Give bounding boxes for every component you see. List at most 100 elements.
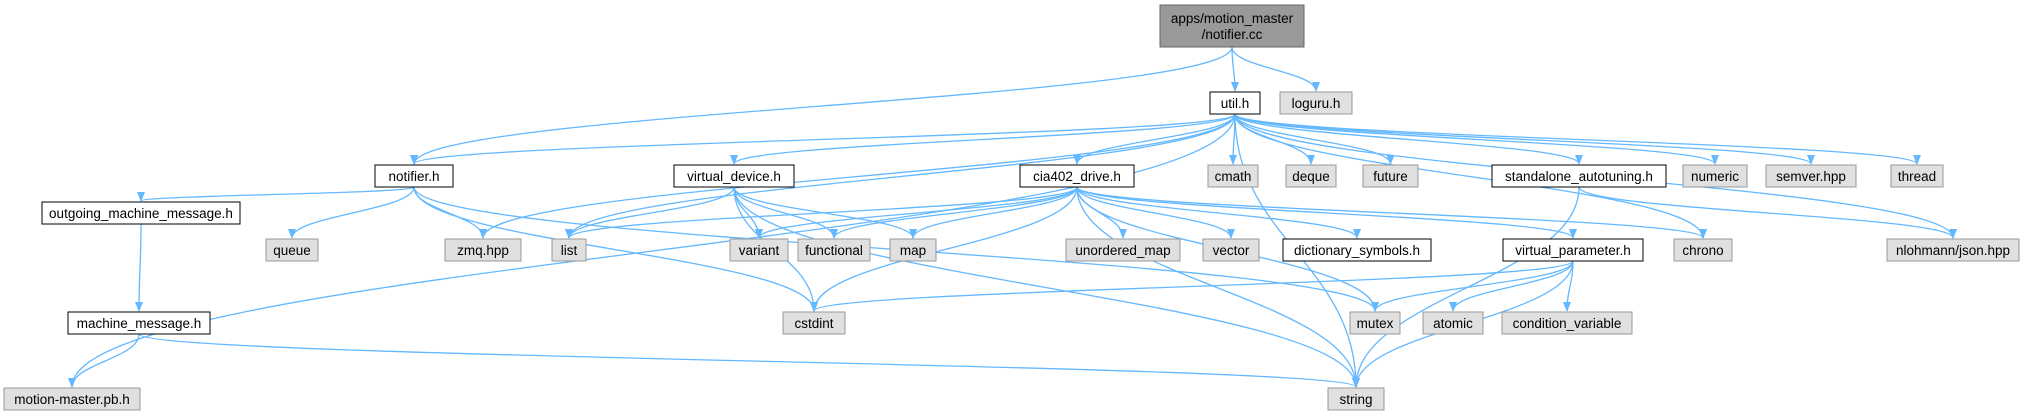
node-box-cia402	[1019, 164, 1135, 188]
node-label-cmath: cmath	[1215, 169, 1252, 184]
edge-root-to-notifier	[410, 46, 1233, 165]
edge-notifier-to-queue	[288, 186, 415, 239]
edge-virtual_parameter-to-cstdint	[810, 260, 1574, 312]
node-box-util	[1209, 91, 1261, 115]
node-util[interactable]: util.h	[1209, 91, 1261, 115]
node-box-queue	[265, 238, 319, 262]
node-json: nlohmann/json.hpp	[1886, 238, 2020, 262]
node-label-thread: thread	[1898, 169, 1936, 184]
node-label-future: future	[1373, 169, 1408, 184]
edge-root-to-util	[1230, 46, 1239, 92]
node-box-outgoing	[41, 201, 241, 225]
node-label-semver: semver.hpp	[1776, 169, 1846, 184]
edge-util-to-cia402	[1073, 113, 1236, 165]
node-box-zmq	[444, 238, 522, 262]
edge-virtual_device-to-string	[733, 186, 1360, 388]
edge-cia402-to-list	[565, 186, 1078, 239]
edge-cia402-to-functional	[830, 186, 1078, 239]
node-box-numeric	[1682, 164, 1748, 188]
node-label-loguru: loguru.h	[1292, 96, 1341, 111]
node-machine_message[interactable]: machine_message.h	[67, 311, 211, 335]
edge-util-to-motion_pb	[68, 113, 1236, 388]
edge-machine_message-to-motion_pb	[68, 333, 140, 388]
node-queue: queue	[265, 238, 319, 262]
node-label-chrono: chrono	[1682, 243, 1723, 258]
node-label-string: string	[1339, 392, 1372, 407]
node-box-motion_pb	[3, 387, 141, 411]
node-box-functional	[797, 238, 871, 262]
node-label-dictionary: dictionary_symbols.h	[1294, 243, 1420, 258]
node-outgoing[interactable]: outgoing_machine_message.h	[41, 201, 241, 225]
node-label-util: util.h	[1221, 96, 1250, 111]
edge-standalone-to-string	[1352, 186, 1580, 388]
node-semver: semver.hpp	[1765, 164, 1857, 188]
node-label-cia402: cia402_drive.h	[1033, 169, 1121, 184]
node-dictionary[interactable]: dictionary_symbols.h	[1282, 238, 1432, 262]
node-label-standalone: standalone_autotuning.h	[1505, 169, 1653, 184]
node-variant: variant	[729, 238, 789, 262]
node-label-outgoing: outgoing_machine_message.h	[49, 206, 233, 221]
node-box-standalone	[1491, 164, 1667, 188]
node-standalone[interactable]: standalone_autotuning.h	[1491, 164, 1667, 188]
edge-outgoing-to-machine_message	[135, 223, 144, 312]
node-chrono: chrono	[1673, 238, 1733, 262]
node-label-mutex: mutex	[1357, 316, 1394, 331]
node-unordered_map: unordered_map	[1065, 238, 1181, 262]
node-box-thread	[1890, 164, 1944, 188]
node-box-cstdint	[782, 311, 846, 335]
edge-util-to-standalone	[1234, 113, 1583, 165]
edge-standalone-to-json	[1578, 186, 1957, 239]
node-label-zmq: zmq.hpp	[457, 243, 509, 258]
edge-util-to-list	[565, 113, 1236, 239]
node-mutex: mutex	[1349, 311, 1401, 335]
node-label-list: list	[561, 243, 578, 258]
node-cstdint: cstdint	[782, 311, 846, 335]
node-label-condition_variable: condition_variable	[1513, 316, 1622, 331]
node-numeric: numeric	[1682, 164, 1748, 188]
node-condition_variable: condition_variable	[1501, 311, 1633, 335]
node-box-mutex	[1349, 311, 1401, 335]
edge-util-to-virtual_device	[730, 113, 1236, 165]
node-future: future	[1362, 164, 1419, 188]
node-list: list	[551, 238, 587, 262]
node-box-vector	[1202, 238, 1260, 262]
node-box-notifier	[374, 164, 454, 188]
node-box-chrono	[1673, 238, 1733, 262]
node-zmq: zmq.hpp	[444, 238, 522, 262]
node-thread: thread	[1890, 164, 1944, 188]
node-label-root: apps/motion_master	[1171, 11, 1294, 26]
node-label-numeric: numeric	[1691, 169, 1739, 184]
node-box-deque	[1285, 164, 1337, 188]
node-root[interactable]: apps/motion_master/notifier.cc	[1159, 4, 1305, 48]
edge-util-to-deque	[1234, 113, 1315, 165]
edge-virtual_parameter-to-mutex	[1371, 260, 1574, 312]
node-label-motion_pb: motion-master.pb.h	[14, 392, 130, 407]
node-virtual_parameter[interactable]: virtual_parameter.h	[1502, 238, 1644, 262]
node-cia402[interactable]: cia402_drive.h	[1019, 164, 1135, 188]
edge-cia402-to-cstdint	[810, 186, 1078, 312]
node-notifier[interactable]: notifier.h	[374, 164, 454, 188]
edge-util-to-zmq	[479, 113, 1236, 239]
node-box-semver	[1765, 164, 1857, 188]
node-label-variant: variant	[739, 243, 780, 258]
node-atomic: atomic	[1422, 311, 1484, 335]
edge-cia402-to-dictionary	[1076, 186, 1361, 239]
node-deque: deque	[1285, 164, 1337, 188]
node-label-map: map	[900, 243, 926, 258]
nodes-layer: apps/motion_master/notifier.cc util.h logu…	[3, 4, 2020, 411]
node-motion_pb: motion-master.pb.h	[3, 387, 141, 411]
node-loguru: loguru.h	[1279, 91, 1353, 115]
node-virtual_device[interactable]: virtual_device.h	[673, 164, 795, 188]
node-label-virtual_device: virtual_device.h	[687, 169, 781, 184]
edge-util-to-semver	[1234, 113, 1815, 165]
node-functional: functional	[797, 238, 871, 262]
node-label-json: nlohmann/json.hpp	[1896, 243, 2010, 258]
node-label-virtual_parameter: virtual_parameter.h	[1515, 243, 1631, 258]
edge-cia402-to-vector	[1076, 186, 1235, 239]
edge-cia402-to-string	[1076, 186, 1360, 388]
node-box-dictionary	[1282, 238, 1432, 262]
node-box-unordered_map	[1065, 238, 1181, 262]
edge-root-to-loguru	[1231, 46, 1320, 92]
node-box-variant	[729, 238, 789, 262]
node-box-virtual_device	[673, 164, 795, 188]
